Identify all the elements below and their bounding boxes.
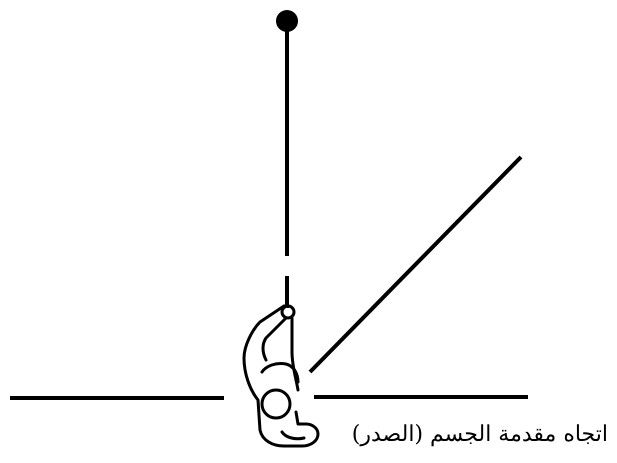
ball-marker [276,10,298,32]
diagonal-line [310,157,521,372]
direction-caption: اتجاه مقدمة الجسم (الصدر) [318,420,608,450]
golfer-figure [244,306,318,446]
